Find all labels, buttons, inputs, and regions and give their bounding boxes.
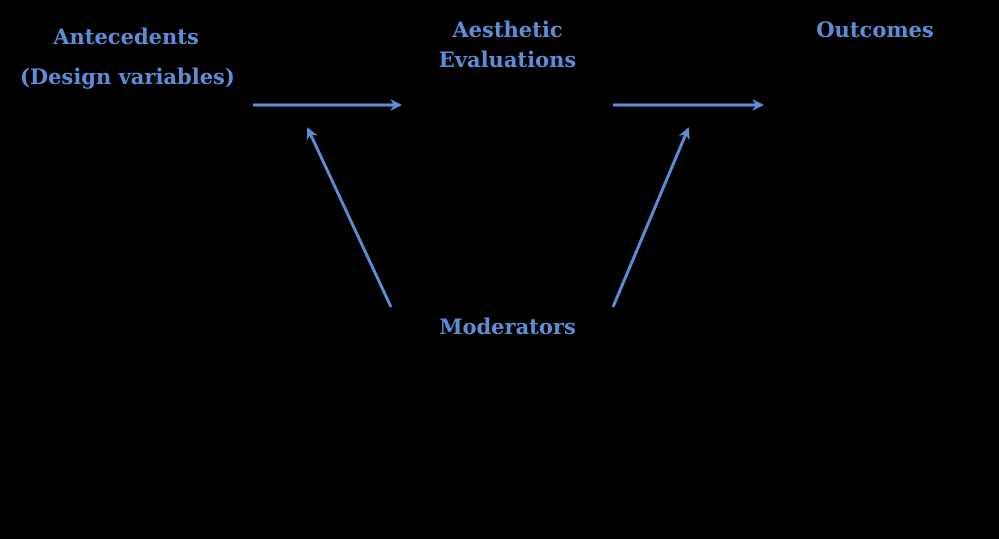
- aesthetic-evaluations-label-line1: Aesthetic: [452, 17, 563, 42]
- antecedents-label: Antecedents: [53, 24, 199, 49]
- moderators-to-right-edge-arrow: [611, 127, 690, 308]
- antecedents-node: Antecedents (Design variables): [20, 22, 235, 92]
- aesthetic-evaluations-node: Aesthetic Evaluations: [420, 15, 595, 75]
- moderators-label: Moderators: [439, 314, 576, 339]
- outcomes-label: Outcomes: [816, 17, 934, 42]
- aesthetic-evaluations-label-line2: Evaluations: [438, 47, 577, 72]
- outcomes-node: Outcomes: [790, 15, 960, 45]
- moderators-node: Moderators: [420, 312, 595, 342]
- moderators-to-left-edge-arrow: [306, 127, 393, 308]
- antecedents-sublabel: (Design variables): [20, 64, 235, 89]
